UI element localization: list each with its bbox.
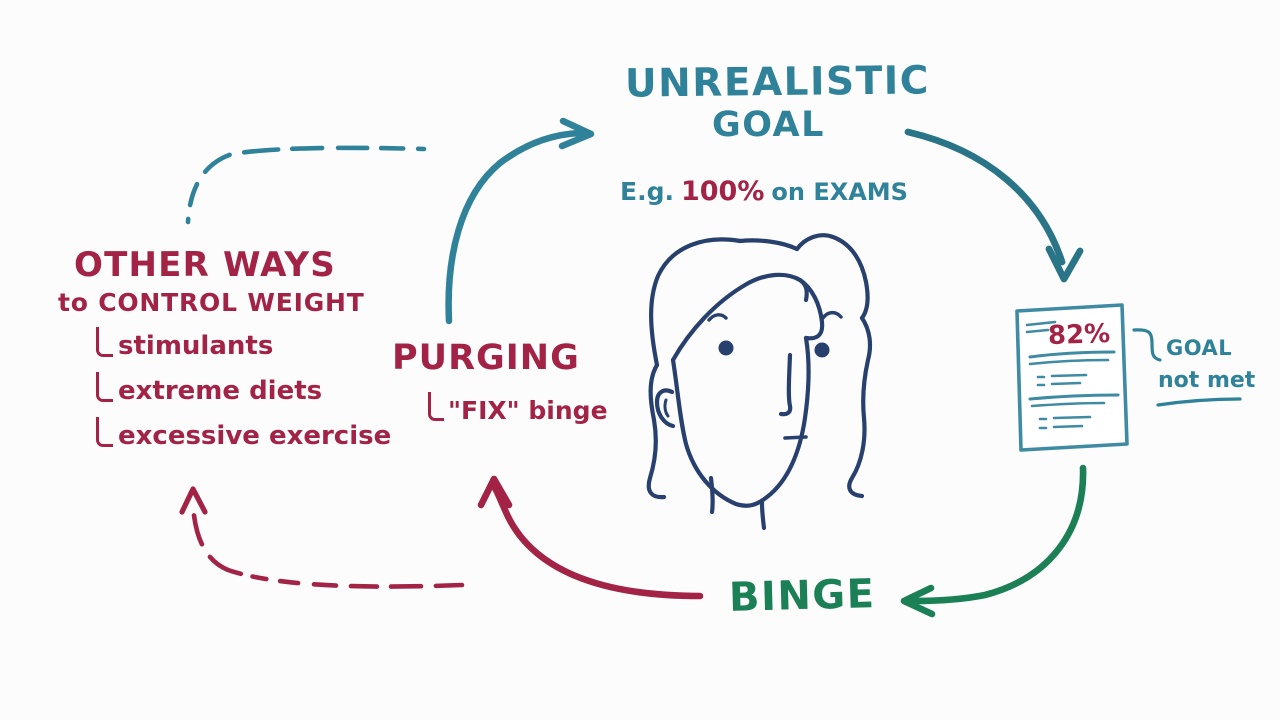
purging-sub-item: "FIX" binge: [428, 392, 608, 425]
arrow-binge-to-other-ways: [179, 486, 465, 589]
other-ways-item: stimulants: [96, 327, 273, 361]
result-paper: [1015, 303, 1129, 452]
elbow-connector-icon: [96, 417, 113, 447]
other-ways-item-label: stimulants: [118, 331, 274, 361]
goal-example-prefix: E.g.: [620, 177, 674, 206]
purging-sub-item-label: "FIX" binge: [448, 396, 608, 425]
goal-example: E.g. 100% on EXAMS: [620, 176, 908, 207]
goal-title-line2: GOAL: [712, 105, 825, 145]
arrow-purging-to-goal: [445, 117, 595, 325]
annotation-bracket: [1132, 328, 1242, 407]
other-ways-heading: OTHER WAYS: [74, 245, 336, 285]
other-ways-item: extreme diets: [96, 372, 322, 406]
other-ways-item-label: excessive exercise: [118, 421, 392, 451]
purging-label: PURGING: [392, 338, 580, 378]
elbow-connector-icon: [428, 392, 444, 421]
result-annotation-line1: GOAL: [1166, 336, 1233, 360]
other-ways-subheading: to CONTROL WEIGHT: [58, 288, 365, 317]
result-score: 82%: [1047, 318, 1111, 352]
arrow-other-ways-to-goal: [185, 145, 427, 225]
elbow-connector-icon: [96, 327, 113, 357]
goal-example-value: 100%: [680, 176, 765, 207]
arrow-goal-to-result: [904, 128, 1084, 283]
person-illustration: [646, 233, 873, 531]
arrow-result-to-binge: [900, 464, 1087, 618]
result-annotation-line2: not met: [1158, 368, 1256, 393]
elbow-connector-icon: [96, 372, 113, 402]
goal-example-suffix: on EXAMS: [771, 178, 908, 206]
other-ways-item-label: extreme diets: [118, 376, 323, 406]
arrow-binge-to-purging: [477, 475, 704, 600]
other-ways-item: excessive exercise: [96, 417, 391, 451]
binge-label: BINGE: [728, 571, 877, 621]
goal-title-line1: UNREALISTIC: [624, 58, 931, 107]
